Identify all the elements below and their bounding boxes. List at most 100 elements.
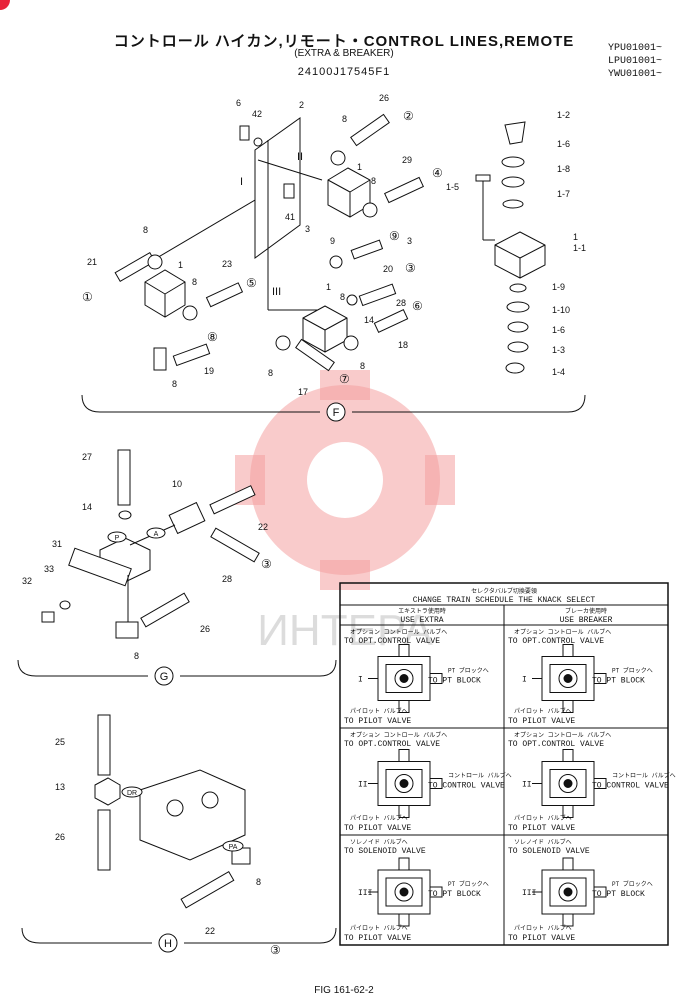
col2-header-jp: ブレーカ使用時 [565, 607, 607, 615]
callout: 9 [330, 236, 335, 246]
callout: 1-1 [573, 243, 586, 253]
callout: 28 [396, 298, 406, 308]
selector-valve-icon [368, 644, 443, 713]
circled-number: ① [82, 290, 93, 304]
callout: 21 [87, 257, 97, 267]
callout: 8 [268, 368, 273, 378]
callout: 8 [143, 225, 148, 235]
cell-right-side-jp: PT ブロックへ [612, 667, 653, 675]
row-roman-numeral: II [522, 781, 532, 790]
callout: 8 [342, 114, 347, 124]
callout: 20 [383, 264, 393, 274]
figure-number: FIG 161-62-2 [314, 985, 374, 996]
table-header-jp: セレクタバルブ切換要領 [471, 587, 537, 595]
cell-right-top-jp: ソレノイド バルブへ [514, 838, 572, 846]
cell-left-side-jp: PT ブロックへ [448, 667, 489, 675]
callouts-section-h: 25 13 26 8 22 [55, 737, 261, 936]
row-roman-numeral: III [358, 889, 372, 898]
cell-left-side: TO CONTROL VALVE [428, 782, 505, 791]
serial-list: YPU01001~ LPU01001~ YWU01001~ [608, 42, 662, 81]
section-g-label: G [160, 671, 169, 683]
watermark-gear-icon [235, 370, 455, 590]
circled-number: ③ [261, 557, 272, 571]
callout: 23 [222, 259, 232, 269]
callout: 22 [205, 926, 215, 936]
roman-ii-label: II [297, 151, 303, 163]
callout: 26 [55, 832, 65, 842]
corner-badge [0, 0, 10, 10]
circled-number: ④ [432, 166, 443, 180]
cell-right-side: TO CONTROL VALVE [592, 782, 669, 791]
circled-number: ③ [405, 261, 416, 275]
port-pa-label: PA [229, 844, 238, 851]
callout: 1-8 [557, 164, 570, 174]
cell-left-top-jp: オプション コントロール バルブへ [350, 731, 447, 739]
callout: 1-6 [552, 325, 565, 335]
callout: 29 [402, 155, 412, 165]
cell-right-bottom-jp: パイロット バルブへ [514, 814, 572, 822]
section-h-drawing [21, 714, 337, 944]
callout: 26 [200, 624, 210, 634]
callout: 33 [44, 564, 54, 574]
circled-number: ③ [270, 943, 281, 957]
selector-valve-icon [532, 857, 607, 927]
callout: 41 [285, 212, 295, 222]
callout: 25 [55, 737, 65, 747]
circled-number: ⑧ [207, 330, 218, 344]
section-g-marker [154, 666, 174, 686]
col1-header-jp: エキストラ使用時 [398, 607, 446, 615]
callouts-valve: 1-2 1-6 1-8 1-7 1-5 1 1-1 1-9 1-10 1-6 1… [446, 110, 586, 377]
cell-right-side: TO PT BLOCK [592, 890, 645, 899]
callout: 1-6 [557, 139, 570, 149]
port-a-marker [146, 527, 166, 539]
callout: 8 [172, 379, 177, 389]
cell-left-top: TO OPT.CONTROL VALVE [344, 637, 440, 646]
callout: 6 [236, 98, 241, 108]
col1-header: USE EXTRA [400, 616, 443, 625]
callout: 8 [134, 651, 139, 661]
selector-valve-icon [368, 749, 443, 818]
cell-left-side-jp: PT ブロックへ [448, 880, 489, 888]
callout: 1-3 [552, 345, 565, 355]
cell-left-side: TO PT BLOCK [428, 890, 481, 899]
roman-iii-label: III [272, 286, 281, 298]
callout: 32 [22, 576, 32, 586]
cell-right-bottom: TO PILOT VALVE [508, 717, 575, 726]
callout: 14 [364, 315, 374, 325]
section-f-marker [326, 402, 346, 422]
callout: 31 [52, 539, 62, 549]
cell-right-top-jp: オプション コントロール バルブへ [514, 731, 611, 739]
callout: 42 [252, 109, 262, 119]
cell-left-side-jp: コントロール バルブへ [448, 772, 512, 780]
port-pa-marker [222, 840, 244, 852]
cell-right-bottom-jp: パイロット バルブへ [514, 707, 572, 715]
callout: 1-5 [446, 182, 459, 192]
cell-right-bottom-jp: パイロット バルブへ [514, 924, 572, 932]
callout: 3 [407, 236, 412, 246]
section-f-label: F [333, 407, 340, 419]
cell-right-top-jp: オプション コントロール バルブへ [514, 628, 611, 636]
callout: 1 [178, 260, 183, 270]
cell-left-bottom: TO PILOT VALVE [344, 824, 411, 833]
callout: 8 [371, 176, 376, 186]
callout: 27 [82, 452, 92, 462]
cell-left-bottom: TO PILOT VALVE [344, 934, 411, 943]
callout: 1 [573, 232, 578, 242]
serial-item: YWU01001~ [608, 69, 663, 80]
page-subtitle: (EXTRA & BREAKER) [294, 48, 394, 59]
cell-left-bottom-jp: パイロット バルブへ [350, 924, 408, 932]
roman-i-label: I [240, 176, 243, 188]
selector-valve-icon [532, 749, 607, 818]
cell-right-side-jp: コントロール バルブへ [612, 772, 676, 780]
cell-left-top-jp: オプション コントロール バルブへ [350, 628, 447, 636]
circled-number: ⑥ [412, 299, 423, 313]
callout: 1 [326, 282, 331, 292]
part-number: 24100J17545F1 [297, 66, 391, 78]
cell-left-top-jp: ソレノイド バルブへ [350, 838, 408, 846]
cell-left-top: TO SOLENOID VALVE [344, 847, 426, 856]
cell-left-top: TO OPT.CONTROL VALVE [344, 740, 440, 749]
serial-item: LPU01001~ [608, 56, 663, 67]
cell-right-top: TO OPT.CONTROL VALVE [508, 740, 604, 749]
row-roman-numeral: II [358, 781, 368, 790]
